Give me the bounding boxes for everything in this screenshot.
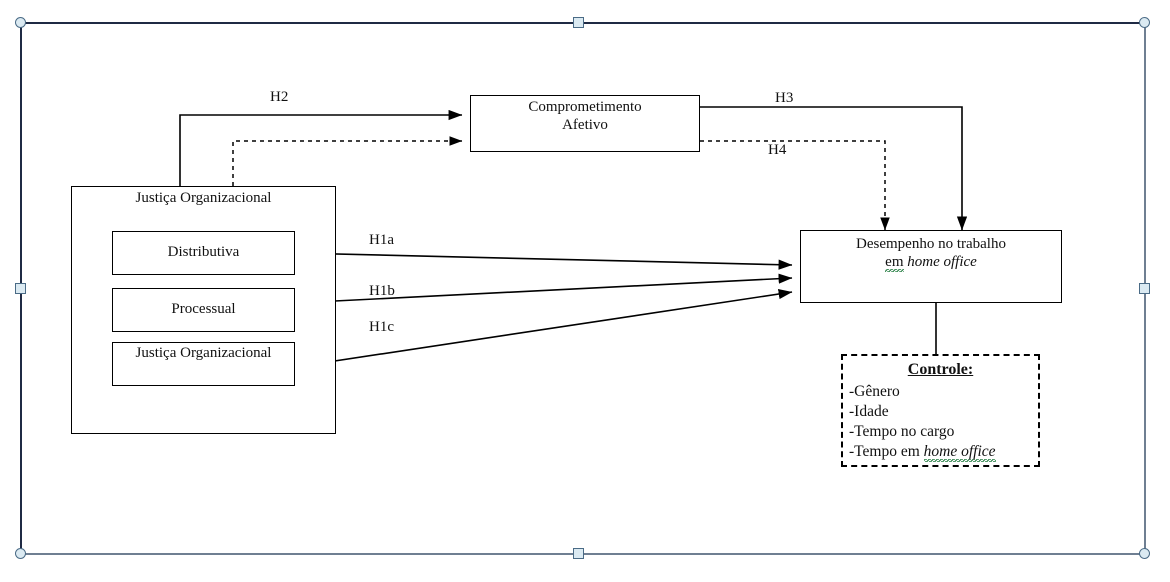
controle-item-4-italic: home office (923, 443, 996, 463)
resize-handle-bottom-right[interactable] (1139, 548, 1150, 559)
controle-title: Controle: (907, 361, 974, 378)
desempenho-line1: Desempenho no trabalho (856, 236, 1006, 252)
resize-handle-top-left[interactable] (15, 17, 26, 28)
justica-item-distributiva-label: Distributiva (167, 244, 240, 261)
controle-item-idade: -Idade (849, 403, 889, 421)
justica-item-justica-organizacional[interactable]: Justiça Organizacional (112, 342, 295, 386)
connector-h4-right-segment (700, 140, 890, 231)
desempenho-no-trabalho-box[interactable]: Desempenho no trabalho em home office (800, 230, 1062, 303)
comprometimento-afetivo-box[interactable]: Comprometimento Afetivo (470, 95, 700, 152)
justica-item-distributiva[interactable]: Distributiva (112, 231, 295, 275)
desempenho-line2: em home office (856, 253, 1006, 272)
connector-h3 (700, 106, 968, 231)
resize-handle-top-center[interactable] (573, 17, 584, 28)
controle-item-tempo-em-home-office: -Tempo em home office (849, 442, 1032, 463)
label-h1b: H1b (369, 283, 395, 299)
label-h1c: H1c (369, 319, 394, 335)
controle-item-genero: -Gênero (849, 382, 900, 400)
connector-h1a (294, 252, 793, 270)
controle-box[interactable]: Controle: -Gênero -Idade -Tempo no cargo… (841, 354, 1040, 467)
justica-item-processual[interactable]: Processual (112, 288, 295, 332)
label-h1a: H1a (369, 232, 394, 248)
desempenho-line2-prefix: em (885, 253, 904, 272)
desempenho-line2-italic: home office (907, 253, 977, 270)
label-h2: H2 (270, 89, 289, 105)
controle-item-tempo-no-cargo: -Tempo no cargo (849, 423, 955, 441)
controle-item-4-text: -Tempo em (849, 443, 924, 461)
connector-h2 (179, 109, 463, 186)
label-h4: H4 (768, 142, 787, 158)
connector-h4-left-segment (232, 136, 463, 186)
resize-handle-bottom-left[interactable] (15, 548, 26, 559)
comprometimento-line2: Afetivo (562, 116, 608, 133)
justica-item-processual-label: Processual (171, 301, 236, 318)
resize-handle-top-right[interactable] (1139, 17, 1150, 28)
resize-handle-middle-right[interactable] (1139, 283, 1150, 294)
justica-item-justica-organizacional-label: Justiça Organizacional (135, 345, 272, 361)
resize-handle-middle-left[interactable] (15, 283, 26, 294)
resize-handle-bottom-center[interactable] (573, 548, 584, 559)
justica-group-title: Justiça Organizacional (135, 190, 272, 206)
comprometimento-line1: Comprometimento (528, 99, 642, 115)
label-h3: H3 (775, 90, 794, 106)
